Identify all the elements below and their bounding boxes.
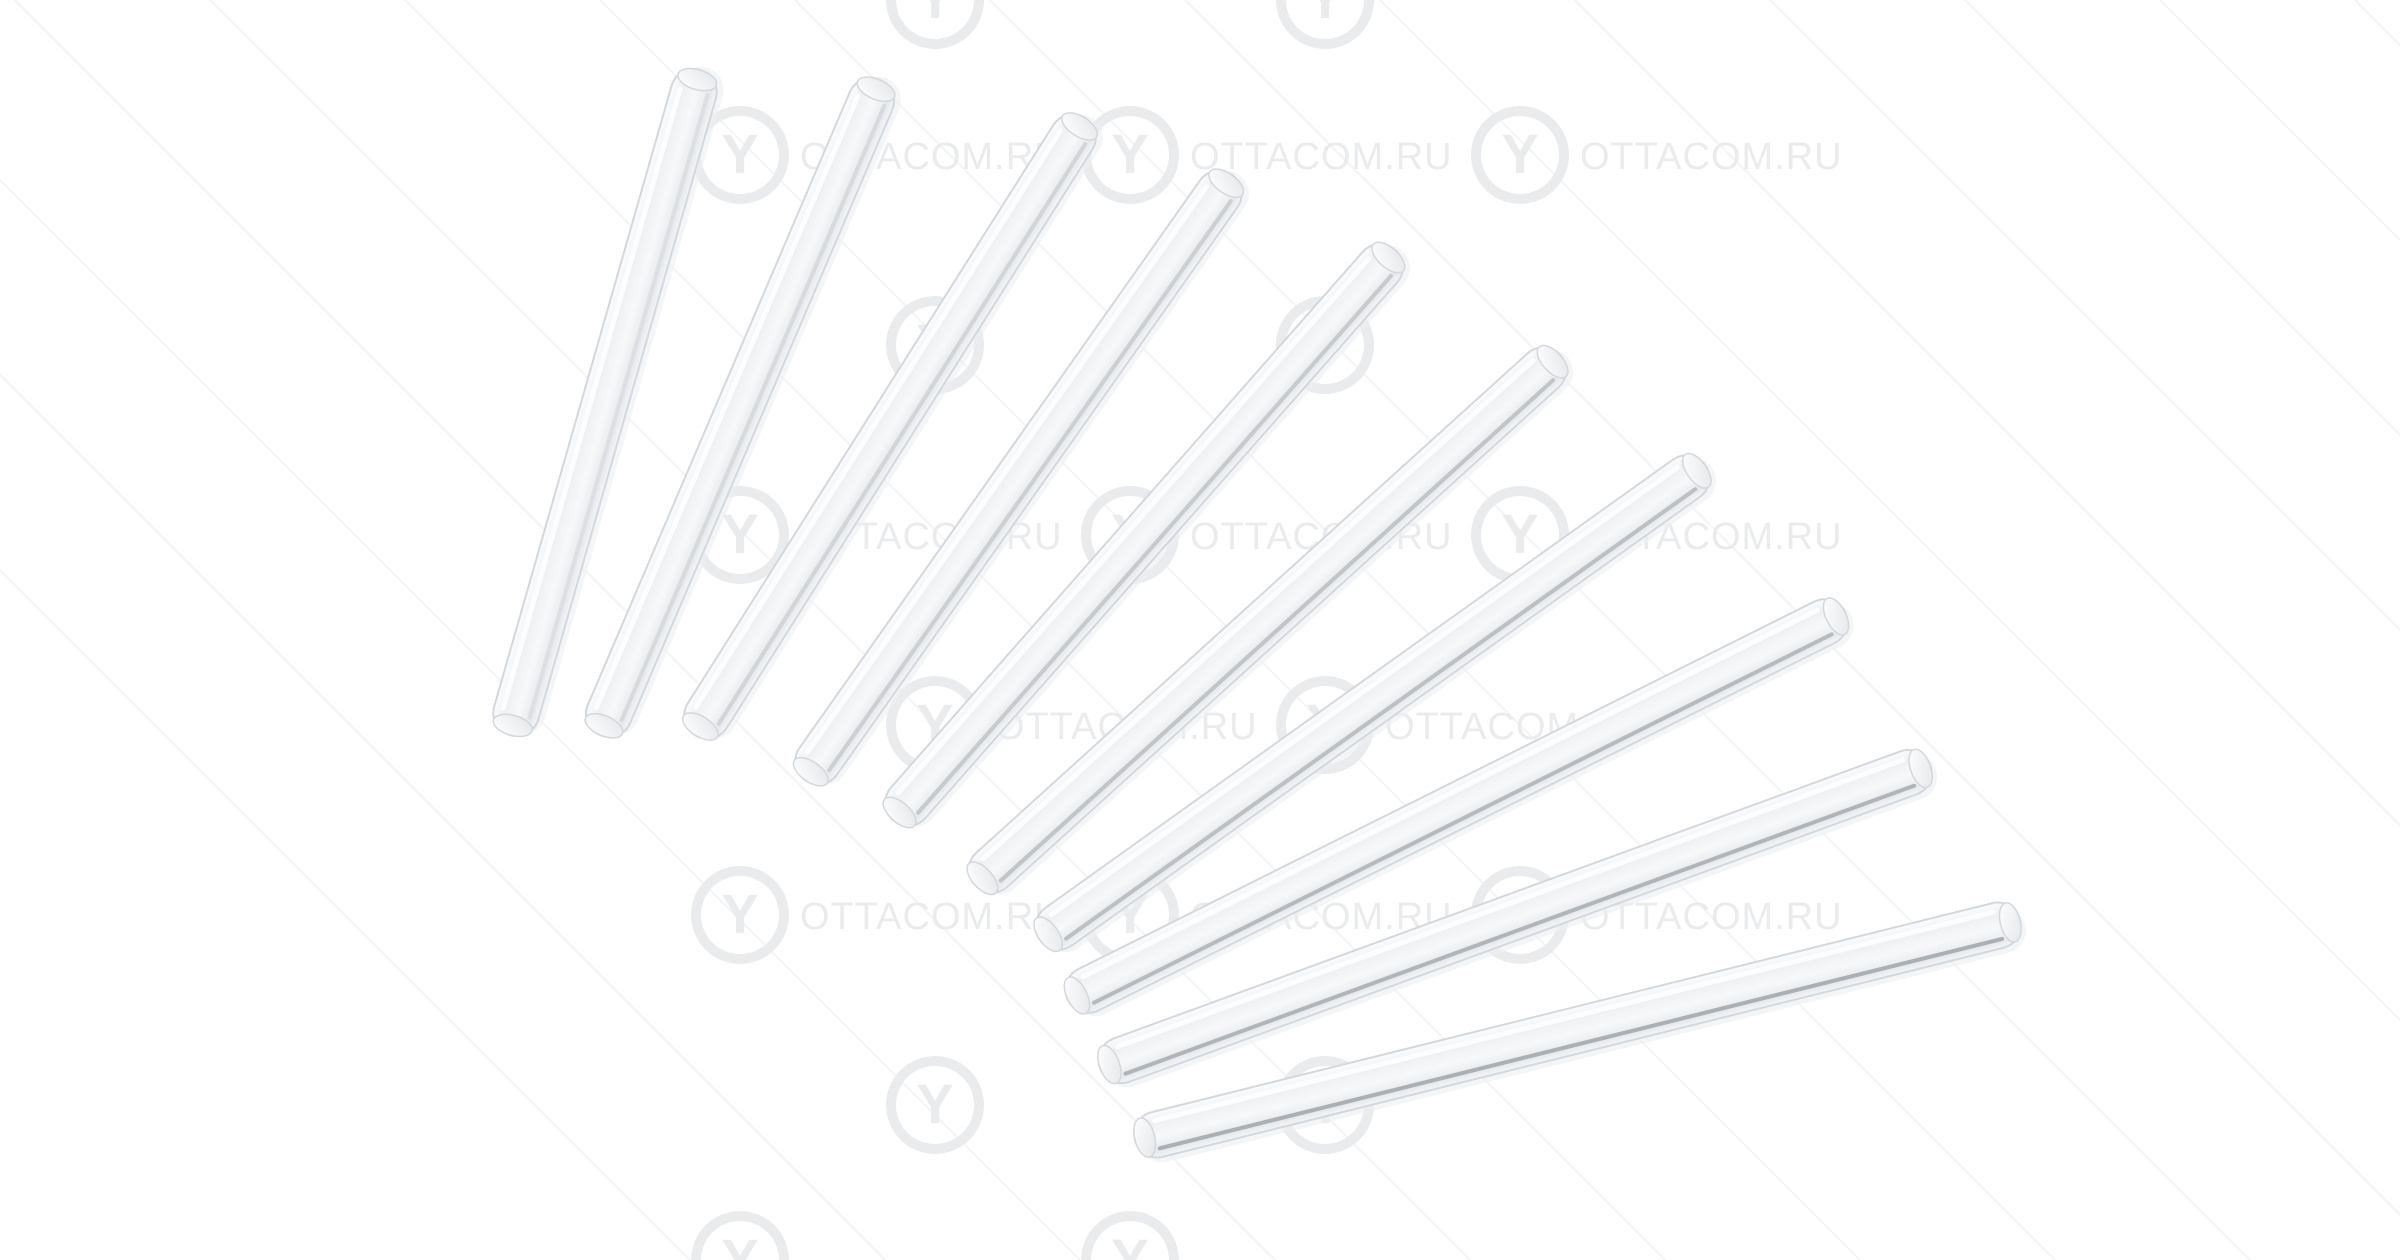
watermark-logo-letter: Y [1111, 122, 1148, 185]
watermark-line [2159, 0, 2400, 242]
watermark-line [1574, 0, 2400, 827]
splice-sleeve [681, 112, 1103, 741]
watermark-text: OTTACOM.RU [800, 896, 1063, 938]
steel-rod [716, 142, 1088, 726]
steel-rod [1064, 487, 1698, 941]
watermark-logo-icon: Y [1276, 0, 1374, 49]
watermark-line [0, 568, 691, 1260]
splice-sleeve [1033, 452, 1717, 953]
steel-rod [916, 273, 1393, 815]
splice-sleeve [584, 76, 902, 739]
sleeve-highlight [1115, 757, 1906, 1050]
sleeve-end-cap [1822, 597, 1850, 636]
watermark-line [0, 178, 1081, 1260]
splice-sleeve [1063, 597, 1854, 1017]
watermark-logo-letter: Y [1501, 122, 1538, 185]
watermark-logo-icon: Y [1081, 1211, 1179, 1260]
sleeve-highlight [804, 184, 1210, 755]
watermark-line [1964, 0, 2400, 437]
sleeve-end-cap [1097, 1044, 1122, 1085]
watermark-line [0, 373, 886, 1260]
sleeve-end-cap [492, 713, 533, 738]
watermark-logo-icon: Y [1081, 106, 1179, 204]
watermark-line [989, 0, 2251, 1260]
sleeve-end-cap [584, 712, 624, 739]
sleeve-end-cap [1371, 241, 1406, 274]
sleeve-end-cap [856, 76, 896, 103]
watermark-text: OTTACOM.RU [1190, 136, 1453, 178]
sleeve-end-cap [1133, 1117, 1157, 1158]
watermark-logo-icon: Y [1471, 106, 1569, 204]
watermark-logo-letter: Y [721, 502, 758, 565]
sleeve-end-cap [1998, 902, 2022, 943]
sleeve-end-cap [792, 756, 829, 787]
watermark-logo-icon: Y [886, 0, 984, 49]
splice-sleeve [792, 168, 1249, 787]
splice-sleeve [1133, 901, 2027, 1163]
splice-sleeve [882, 241, 1410, 829]
steel-rod [1157, 936, 2005, 1151]
watermark-text: OTTACOM.RU [1580, 136, 1843, 178]
splice-sleeve [966, 344, 1573, 896]
watermark-logo-letter: Y [721, 882, 758, 945]
sleeve-end-cap [681, 712, 719, 741]
splice-sleeve [1097, 748, 1938, 1088]
steel-rod [527, 92, 710, 720]
watermark-logo-icon: Y [886, 1056, 984, 1154]
watermark-logo-letter: Y [916, 0, 953, 30]
splice-sleeve [492, 66, 724, 738]
watermark-logo-icon: Y [691, 866, 789, 964]
watermark-logo-letter: Y [1306, 0, 1343, 30]
watermark-logo-icon: Y [691, 1211, 789, 1260]
steel-rod [1091, 632, 1834, 1005]
sleeve-highlight [594, 94, 861, 710]
sleeve-end-cap [1681, 452, 1712, 489]
sleeve-end-cap [1536, 344, 1569, 379]
sleeve-highlight [895, 256, 1372, 796]
watermark-logo-letter: Y [721, 122, 758, 185]
watermark-line [1379, 0, 2400, 1022]
watermark-logo-letter: Y [1501, 502, 1538, 565]
sleeve-end-cap [677, 67, 718, 92]
sleeve-end-cap [1033, 916, 1064, 953]
sleeve-highlight [693, 128, 1063, 710]
sleeve-highlight [1048, 465, 1680, 918]
steel-rod [1123, 783, 1917, 1076]
sleeve-end-cap [1908, 748, 1933, 789]
sleeve-end-cap [1063, 976, 1091, 1015]
sleeve-end-cap [882, 796, 917, 829]
watermark-logo-letter: Y [1111, 1227, 1148, 1260]
watermark-logo-letter: Y [721, 1227, 758, 1260]
watermark-line [209, 0, 1471, 1260]
sleeve-highlight [1152, 909, 1996, 1124]
steel-rod [998, 378, 1556, 883]
watermark-line [2354, 0, 2400, 47]
sleeve-end-cap [1208, 168, 1245, 199]
sleeve-highlight [500, 86, 683, 711]
sleeve-highlight [980, 358, 1536, 862]
sleeve-end-cap [1061, 112, 1099, 141]
steel-rod [619, 103, 887, 723]
watermark-logo-letter: Y [916, 1072, 953, 1135]
watermark-line [1769, 0, 2400, 632]
sleeve-highlight [1080, 607, 1820, 980]
sleeves-layer [492, 66, 2027, 1163]
steel-rod [827, 199, 1233, 773]
